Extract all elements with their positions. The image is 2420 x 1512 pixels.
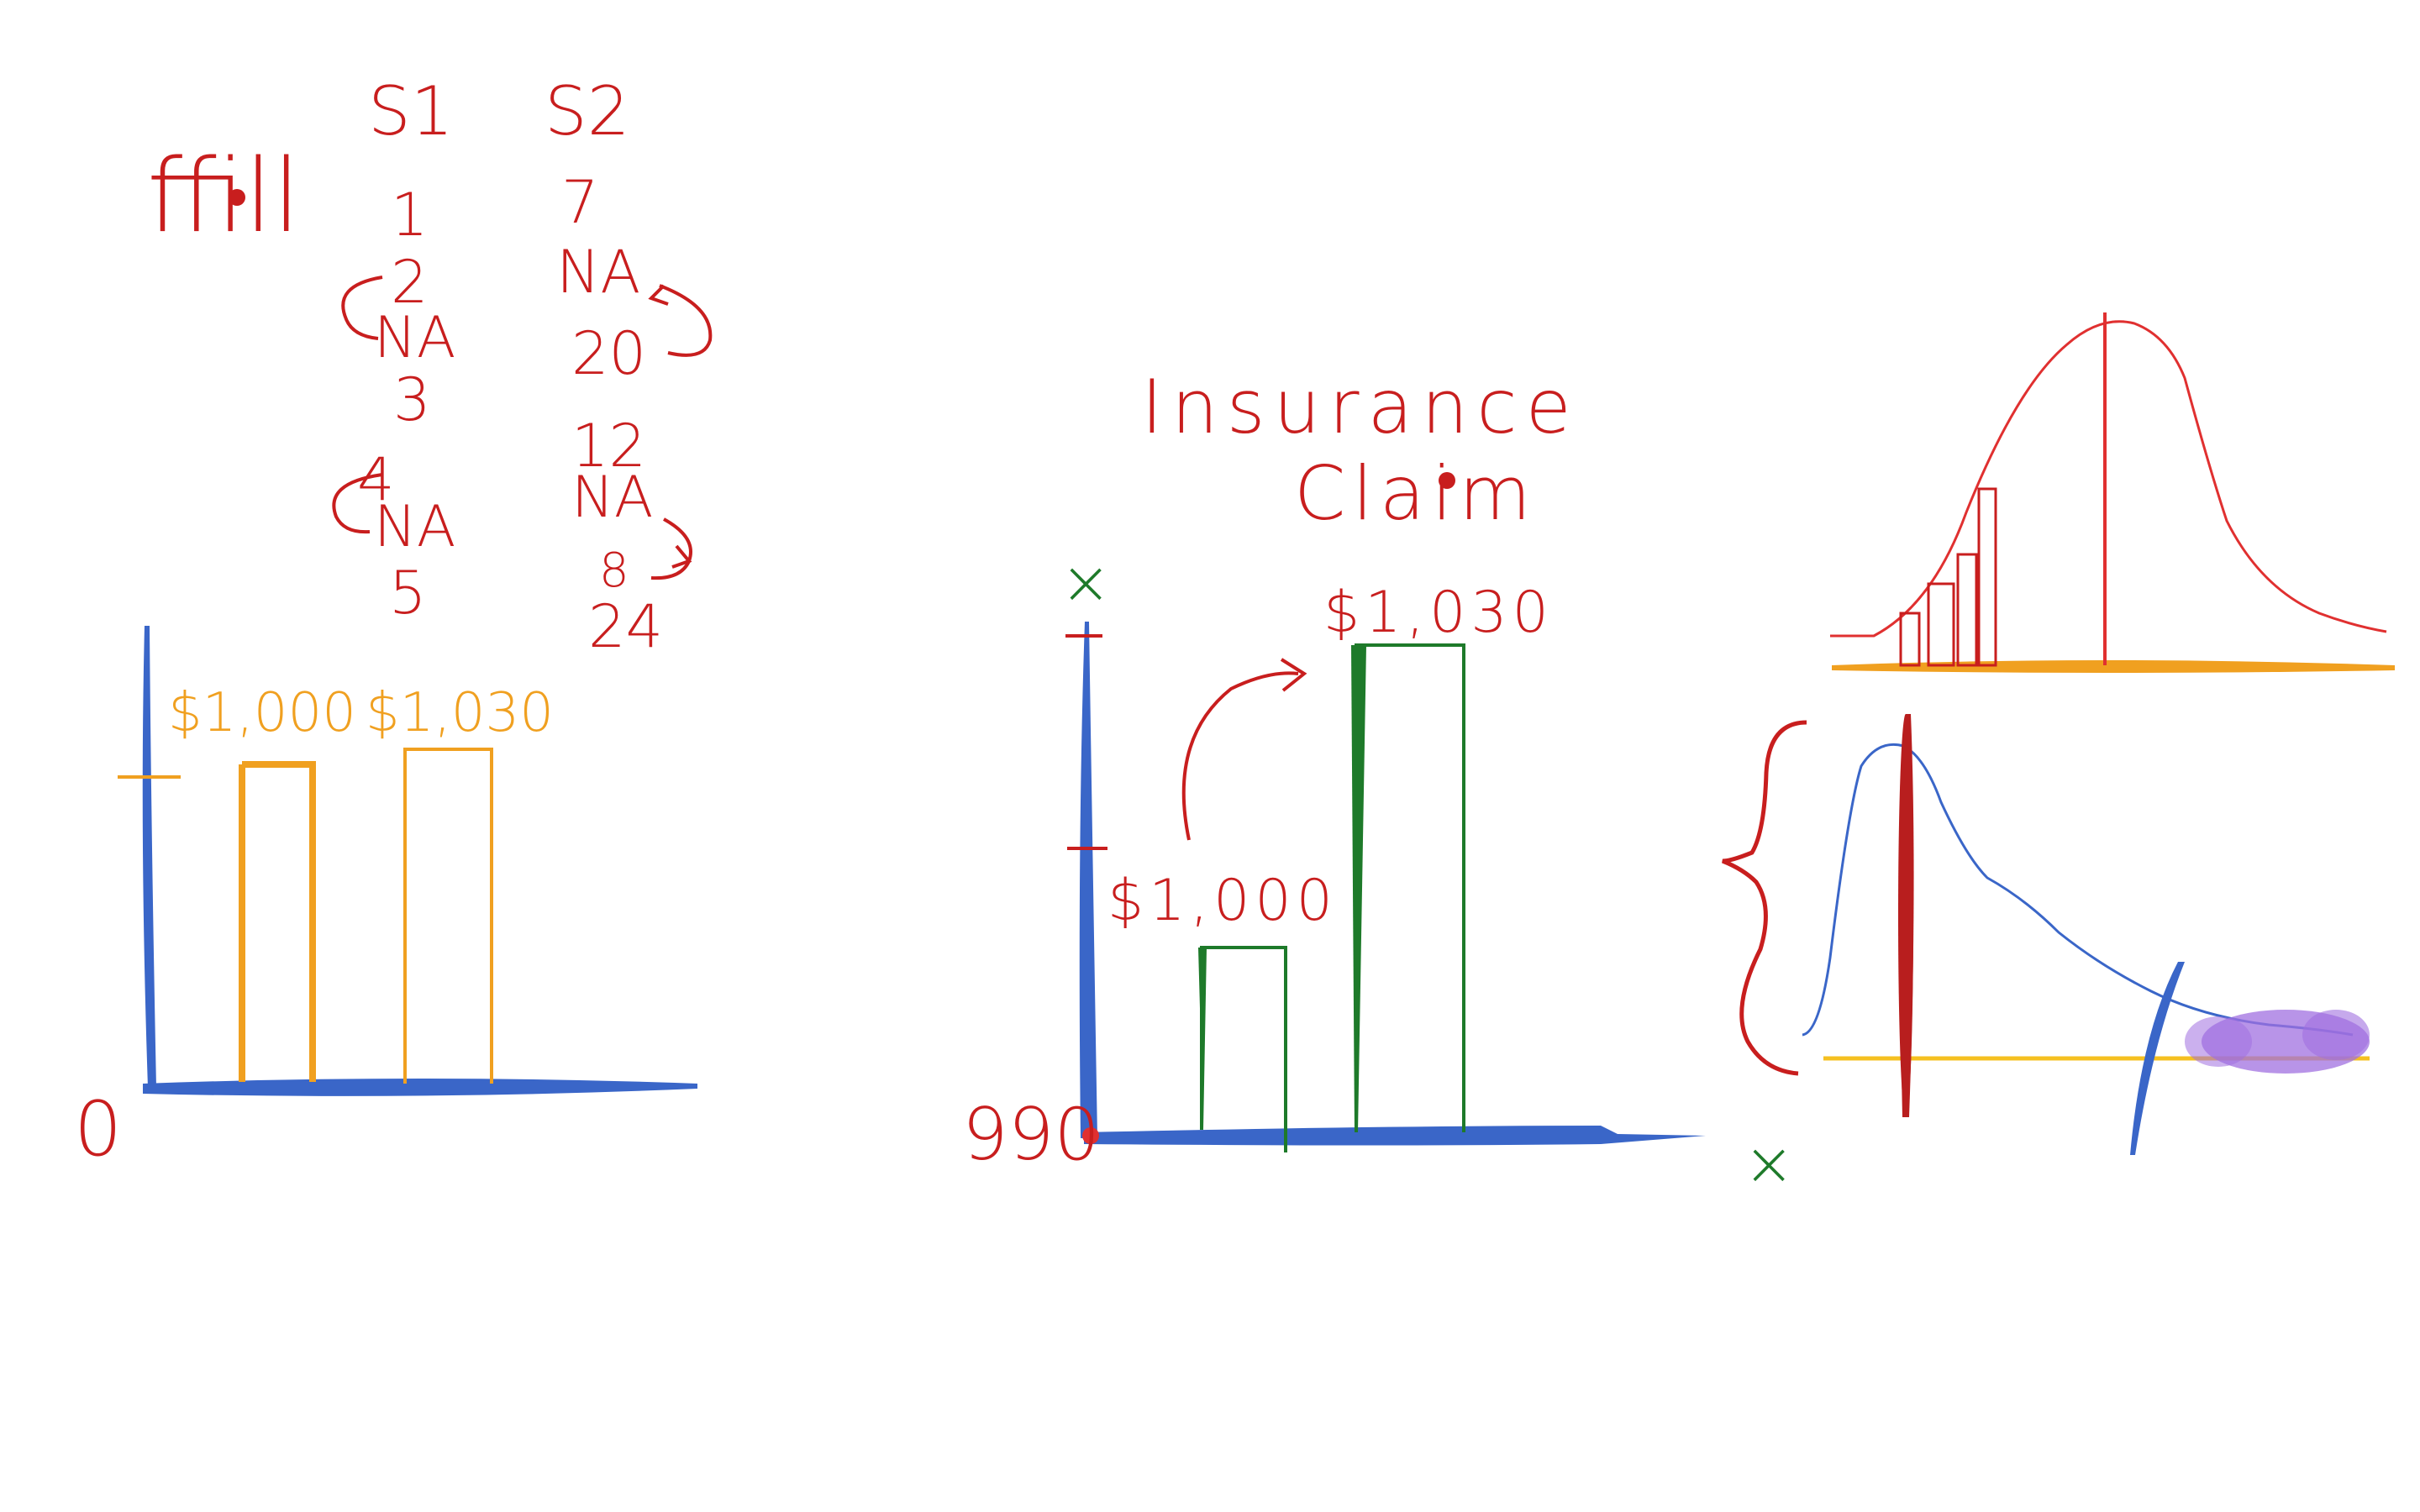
skewed-distribution-sketch <box>1722 714 2370 1155</box>
s1-value: 5 <box>389 559 427 627</box>
s1-value: NA <box>374 305 455 371</box>
increase-arrow-icon <box>1181 671 1299 841</box>
ffill-arrow-icon <box>341 276 383 340</box>
bell-curve <box>1830 320 2387 638</box>
x-axis <box>1084 1126 1706 1146</box>
chart-title: Insurance <box>1141 364 1580 450</box>
x-axis <box>1832 660 2395 673</box>
s2-value: 8 <box>599 543 629 598</box>
bar-1030 <box>403 748 493 1084</box>
bfill-arrow-icon <box>659 284 713 357</box>
y-axis <box>1079 622 1097 1138</box>
bar-1030 <box>1355 643 1465 1132</box>
bar-label: $1,000 <box>168 682 356 744</box>
bar-label: $1,030 <box>1323 580 1554 646</box>
left-bar-chart: $1,000 $1,030 0 <box>74 626 697 1173</box>
origin-point <box>1082 1127 1099 1144</box>
origin-label: 0 <box>74 1085 122 1173</box>
origin-label: 990 <box>962 1093 1100 1177</box>
s2-value: 7 <box>561 168 599 237</box>
s2-value: NA <box>571 465 653 531</box>
s2-value: 20 <box>571 319 646 388</box>
s2-value: NA <box>556 238 640 307</box>
s2-value: 24 <box>588 592 663 661</box>
bar-label: $1,000 <box>1107 868 1338 934</box>
ffill-section: ffill S1 S2 1 2 NA 3 4 NA 5 7 NA 20 12 N… <box>147 72 713 661</box>
s1-value: 1 <box>391 181 429 249</box>
bar-1000 <box>239 761 316 1082</box>
bar-1000 <box>1200 946 1287 1152</box>
s1-value: 2 <box>391 248 429 317</box>
skewed-curve <box>1802 743 2354 1037</box>
s2-value: 12 <box>571 412 646 480</box>
tail-cutoff <box>2130 962 2185 1155</box>
ffill-title: ffill <box>147 139 301 255</box>
curly-brace-icon <box>1722 720 1807 1076</box>
ffill-dot <box>229 189 245 206</box>
chart-subtitle: Claim <box>1294 450 1538 537</box>
ffill-arrow-icon <box>332 473 383 534</box>
normal-distribution-sketch <box>1830 312 2395 673</box>
x-axis-x-mark: × <box>1744 1128 1794 1199</box>
s1-value: NA <box>374 494 455 560</box>
insurance-claim-chart: Insurance Claim × × $1,000 $1,030 990 <box>962 364 1794 1199</box>
bfill-arrow-icon <box>650 517 692 580</box>
y-axis-x-mark: × <box>1060 547 1111 617</box>
s1-value: 3 <box>393 365 431 434</box>
x-axis <box>143 1079 697 1096</box>
s1-header: S1 <box>368 72 454 150</box>
bar-label: $1,030 <box>366 682 554 744</box>
y-axis <box>142 626 156 1088</box>
s2-header: S2 <box>544 72 630 150</box>
